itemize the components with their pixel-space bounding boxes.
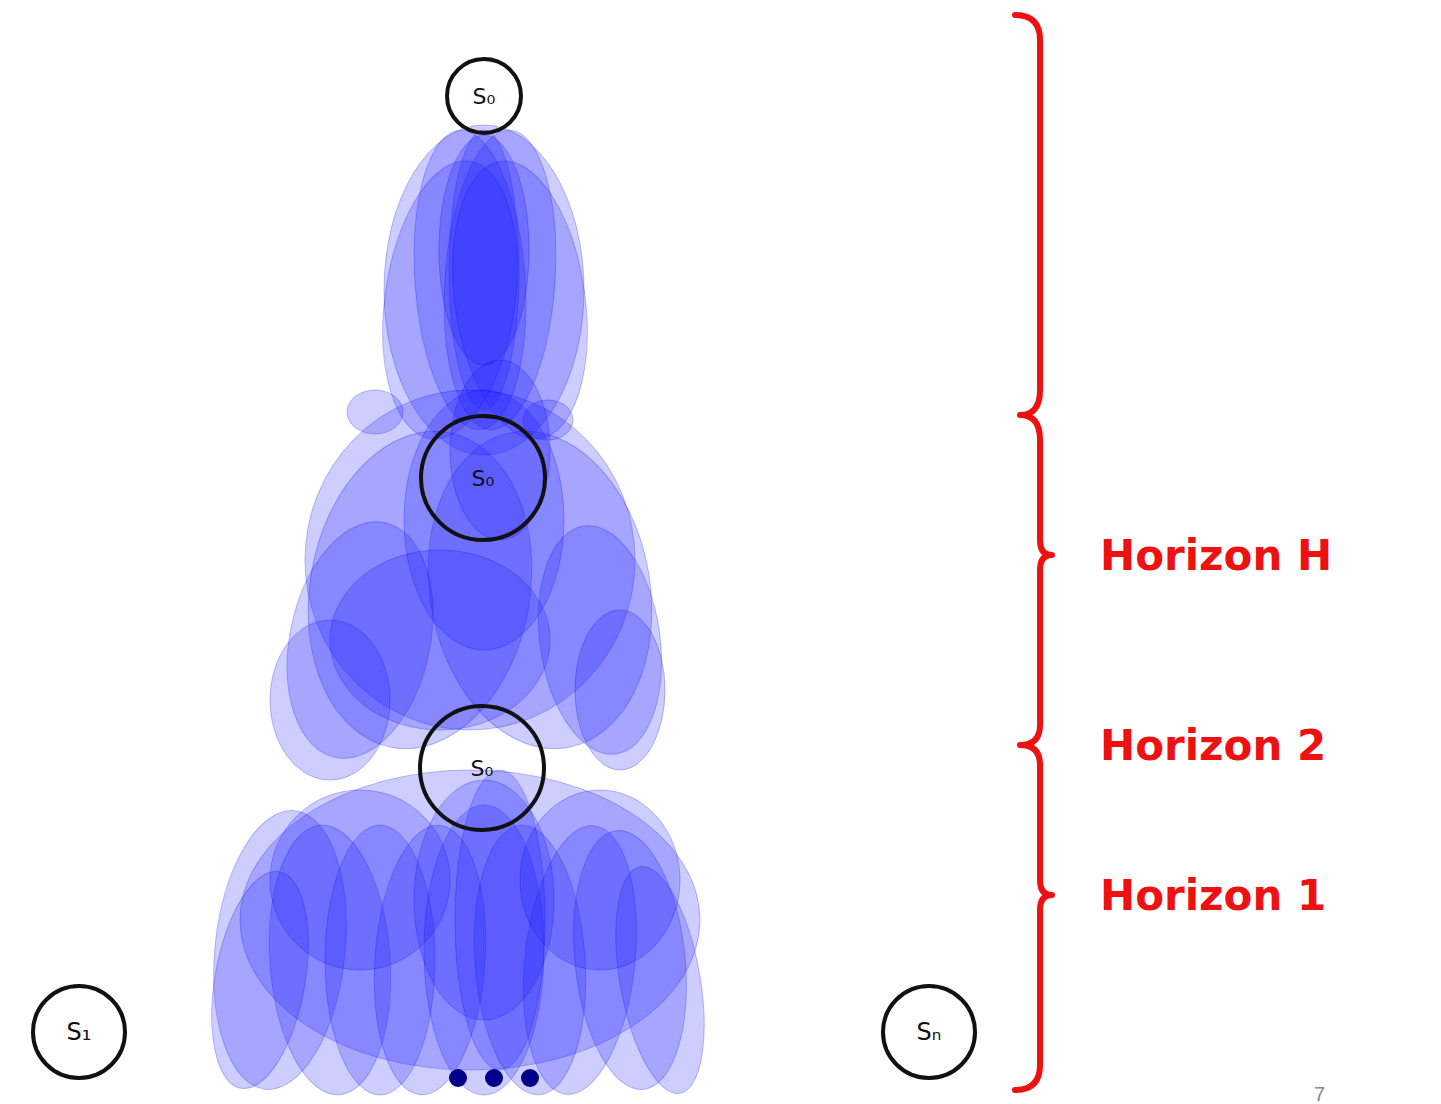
- state-circle: Sₙ: [881, 984, 977, 1080]
- state-circle: S₁: [31, 984, 127, 1080]
- state-circle: S₀: [418, 704, 546, 832]
- state-circle: S₀: [419, 414, 547, 542]
- state-label: S₀: [473, 84, 496, 109]
- page-number: 7: [1314, 1083, 1325, 1104]
- state-label: S₁: [67, 1018, 92, 1046]
- state-label: S₀: [472, 466, 495, 491]
- horizon-label: Horizon 1: [1100, 871, 1326, 920]
- state-label: S₀: [471, 756, 494, 781]
- state-circle: S₀: [445, 57, 523, 135]
- horizon-bracket: [1015, 15, 1052, 1090]
- horizon-label: Horizon H: [1100, 531, 1332, 580]
- horizon-label: Horizon 2: [1100, 721, 1326, 770]
- state-label: Sₙ: [917, 1018, 942, 1046]
